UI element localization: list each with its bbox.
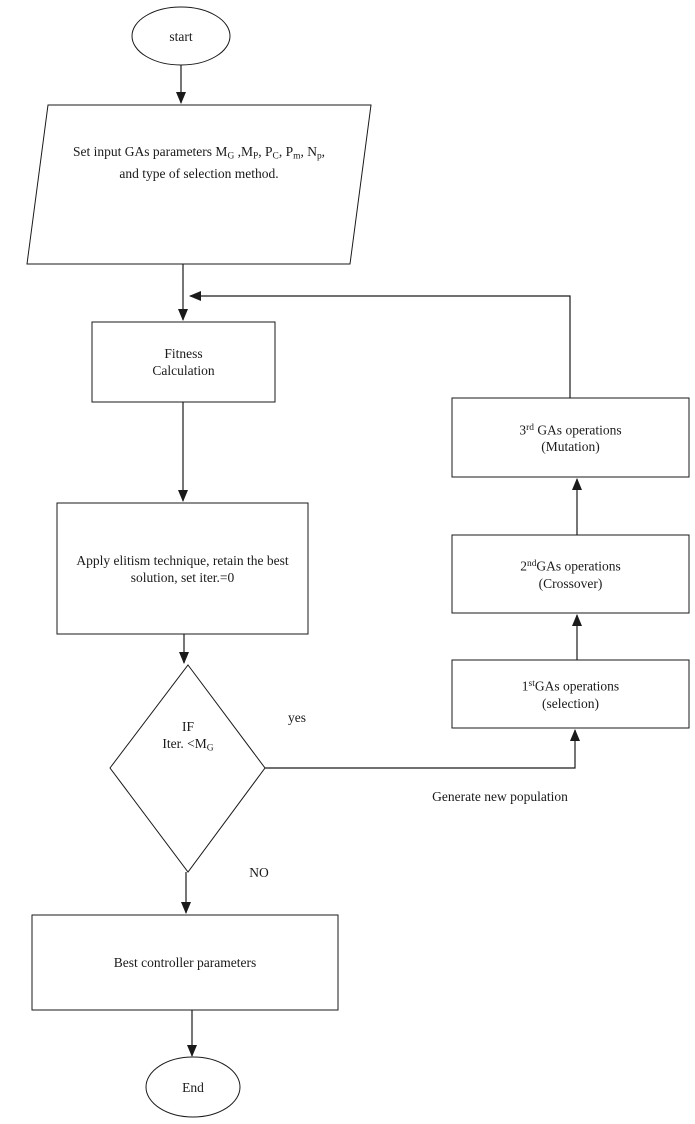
edge-label-generate: Generate new population bbox=[432, 789, 568, 804]
elitism-line1: Apply elitism technique, retain the best bbox=[76, 552, 289, 568]
crossover-op-label: 2ndGAs operations (Crossover) bbox=[452, 535, 689, 613]
edge-label-yes: yes bbox=[288, 710, 306, 725]
mutation-op-line1: 3rd GAs operations bbox=[519, 422, 622, 438]
fitness-line2: Calculation bbox=[152, 363, 215, 378]
crossover-op-line1: 2ndGAs operations bbox=[520, 558, 621, 574]
selection-op-label: 1stGAs operations (selection) bbox=[452, 660, 689, 728]
arrow-mutation-feedback bbox=[189, 291, 571, 398]
decision-line2: Iter. <MG bbox=[162, 736, 214, 754]
arrow-yes-to-selection bbox=[265, 729, 580, 769]
fitness-line1: Fitness bbox=[164, 346, 203, 361]
decision-line1: IF bbox=[181, 719, 194, 734]
crossover-op-line2: (Crossover) bbox=[538, 575, 603, 591]
selection-op-line2: (selection) bbox=[542, 695, 599, 711]
selection-op-line1: 1stGAs operations bbox=[521, 678, 620, 694]
input-params-line1: Set input GAs parameters MG ,MP, PC, Pm,… bbox=[72, 144, 326, 162]
fitness-box-shape bbox=[91, 321, 276, 403]
selection-box-shape bbox=[451, 659, 690, 729]
input-params-label: Set input GAs parameters MG ,MP, PC, Pm,… bbox=[58, 143, 340, 182]
end-label: End bbox=[182, 1080, 204, 1095]
edge-label-no: NO bbox=[249, 865, 269, 880]
best-box-shape bbox=[31, 914, 339, 1011]
elitism-line2: solution, set iter.=0 bbox=[130, 569, 235, 585]
mutation-box-shape bbox=[451, 397, 690, 478]
elitism-box-shape bbox=[56, 502, 309, 635]
elitism-label: Apply elitism technique, retain the best… bbox=[57, 503, 308, 634]
crossover-box-shape bbox=[451, 534, 690, 614]
input-params-line2: and type of selection method. bbox=[119, 166, 279, 182]
start-label: start bbox=[169, 29, 193, 44]
decision-label: IF Iter. <MG bbox=[110, 718, 266, 757]
fitness-label: Fitness Calculation bbox=[92, 322, 275, 402]
mutation-op-line2: (Mutation) bbox=[541, 439, 600, 455]
mutation-op-label: 3rd GAs operations (Mutation) bbox=[452, 398, 689, 477]
best-params-label: Best controller parameters bbox=[113, 955, 257, 970]
decision-diamond-shape bbox=[109, 664, 266, 873]
end-terminator-shape bbox=[145, 1056, 241, 1118]
input-parallelogram-shape bbox=[26, 104, 372, 265]
